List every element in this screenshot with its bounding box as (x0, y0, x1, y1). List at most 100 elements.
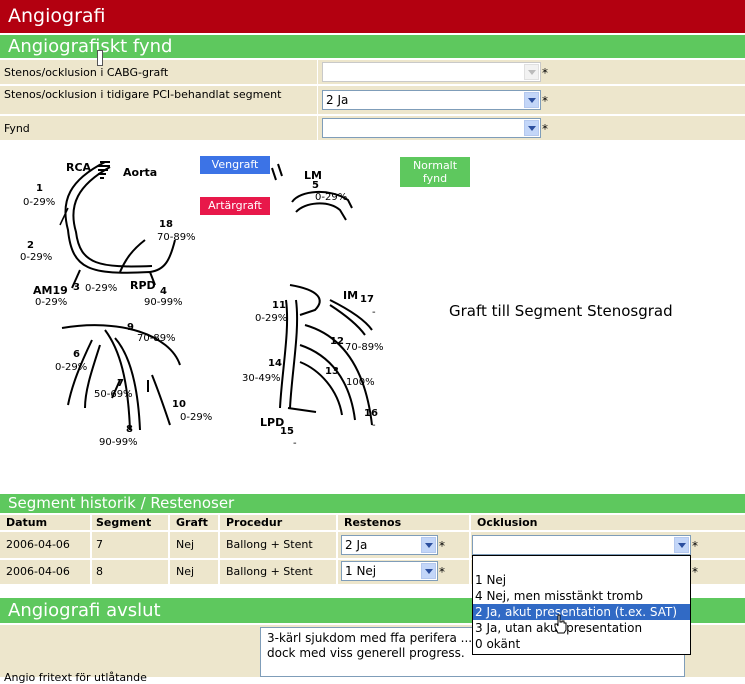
segment-number[interactable]: 3 (73, 282, 80, 293)
cell-datum: 2006-04-06 (6, 565, 70, 578)
col-header-procedur: Procedur (220, 515, 336, 530)
segment-value: 100% (346, 377, 375, 388)
fynd-select[interactable] (322, 118, 541, 138)
segment-number[interactable]: 16 (364, 408, 378, 419)
segment-number[interactable]: 18 (159, 219, 173, 230)
segment-value: 0-29% (55, 362, 88, 373)
col-header-segment: Segment (92, 515, 168, 530)
segment-value: 0-29% (85, 283, 118, 294)
required-mark: * (542, 66, 548, 80)
segment-number[interactable]: 14 (268, 358, 282, 369)
required-mark: * (542, 94, 548, 108)
dropdown-option[interactable] (473, 556, 690, 572)
segment-number[interactable]: 15 (280, 426, 294, 437)
col-header-restenos: Restenos (338, 515, 469, 530)
segment-number[interactable]: 5 (312, 180, 319, 191)
segment-value: 0-29% (35, 297, 68, 308)
segment-value: 90-99% (144, 297, 183, 308)
table-row (0, 532, 90, 558)
rca-label: RCA (66, 161, 92, 174)
required-mark: * (692, 565, 698, 579)
dropdown-option[interactable]: 4 Nej, men misstänkt tromb (475, 589, 643, 603)
cell-graft: Nej (176, 565, 195, 578)
required-mark: * (542, 122, 548, 136)
row-divider (317, 60, 318, 140)
required-mark: * (692, 539, 698, 553)
dropdown-option-highlighted[interactable]: 2 Ja, akut presentation (t.ex. SAT) (473, 604, 690, 620)
pci-label: Stenos/ocklusion i tidigare PCI-behandla… (4, 88, 282, 101)
table-row (170, 532, 218, 558)
pci-select-value: 2 Ja (326, 93, 349, 107)
hand-cursor-icon (554, 614, 567, 634)
table-row (92, 532, 168, 558)
section-title-fynd: Angiografiskt fynd (0, 35, 745, 58)
text-cursor-icon (97, 50, 103, 66)
lm-vessels (271, 163, 353, 221)
segment-number[interactable]: 12 (330, 336, 344, 347)
ocklusion-dropdown-list[interactable]: 1 Nej 4 Nej, men misstänkt tromb 2 Ja, a… (472, 555, 691, 655)
segment-value: 50-69% (94, 389, 133, 400)
segment-number[interactable]: 13 (325, 366, 339, 377)
restenos-select[interactable]: 1 Nej (341, 561, 438, 581)
col-header-ocklusion: Ocklusion (471, 515, 745, 530)
segment-value: 30-49% (242, 373, 281, 384)
am-label: AM19 (33, 284, 68, 297)
dropdown-option[interactable]: 3 Ja, utan akut presentation (475, 621, 643, 635)
fritext-label: Angio fritext för utlåtande (4, 671, 147, 684)
restenos-select-value: 1 Nej (345, 564, 377, 578)
rpd-label: RPD (130, 279, 156, 292)
table-row (220, 532, 336, 558)
fynd-label: Fynd (4, 122, 30, 135)
lcx-vessels (279, 284, 373, 426)
aorta-label: Aorta (123, 166, 158, 179)
chevron-down-icon (524, 64, 539, 80)
segment-number[interactable]: 2 (27, 240, 34, 251)
segment-number[interactable]: 1 (36, 183, 43, 194)
segment-number[interactable]: 8 (126, 424, 133, 435)
ocklusion-select[interactable] (472, 535, 691, 555)
segment-value: - (372, 420, 376, 431)
lm-label: LM (304, 169, 322, 182)
rca-vessels (59, 161, 176, 289)
cell-graft: Nej (176, 538, 195, 551)
cell-segment: 7 (96, 538, 103, 551)
table-row (220, 560, 336, 584)
table-row (0, 560, 90, 584)
segment-value: 90-99% (99, 437, 138, 448)
cell-procedur: Ballong + Stent (226, 538, 313, 551)
chevron-down-icon (524, 92, 539, 108)
required-mark: * (439, 539, 445, 553)
cabg-label: Stenos/ocklusion i CABG-graft (4, 66, 169, 79)
im-label: IM (343, 289, 359, 302)
vengraft-button[interactable]: Vengraft (200, 156, 270, 174)
segment-number[interactable]: 4 (160, 286, 167, 297)
cell-datum: 2006-04-06 (6, 538, 70, 551)
artargraft-button[interactable]: Artärgraft (200, 197, 270, 215)
segment-number[interactable]: 10 (172, 399, 186, 410)
lpd-label: LPD (260, 416, 285, 429)
restenos-select[interactable]: 2 Ja (341, 535, 438, 555)
dropdown-option[interactable]: 1 Nej (475, 573, 507, 587)
chevron-down-icon (524, 120, 539, 136)
section-title-historik: Segment historik / Restenoser (0, 494, 745, 513)
pci-select[interactable]: 2 Ja (322, 90, 541, 110)
normalt-fynd-button[interactable]: Normalt fynd (400, 157, 470, 187)
col-header-datum: Datum (0, 515, 90, 530)
segment-number[interactable]: 9 (127, 322, 134, 333)
table-row (92, 560, 168, 584)
col-header-graft: Graft (170, 515, 218, 530)
segment-number[interactable]: 11 (272, 300, 286, 311)
chevron-down-icon (421, 537, 436, 553)
segment-value: 70-89% (345, 342, 384, 353)
table-row (170, 560, 218, 584)
restenos-select-value: 2 Ja (345, 538, 368, 552)
segment-value: 0-29% (315, 192, 348, 203)
cabg-select[interactable] (322, 62, 541, 82)
segment-number[interactable]: 6 (73, 349, 80, 360)
segment-number[interactable]: 17 (360, 294, 374, 305)
segment-value: 0-29% (23, 197, 56, 208)
dropdown-option[interactable]: 0 okänt (475, 637, 521, 651)
segment-number[interactable]: 7 (117, 378, 124, 389)
chevron-down-icon (421, 563, 436, 579)
segment-value: 70-89% (137, 333, 176, 344)
